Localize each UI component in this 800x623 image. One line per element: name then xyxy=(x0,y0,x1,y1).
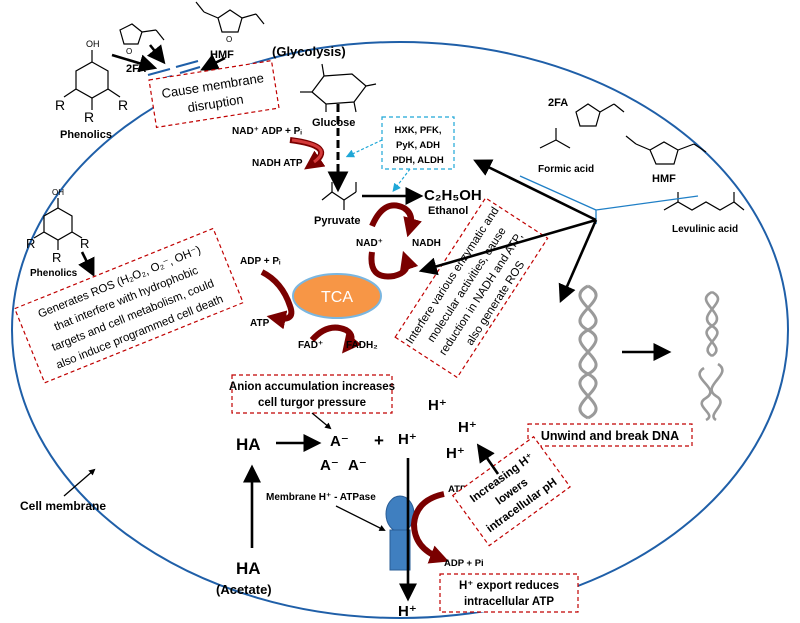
glycolysis-nadh-atp: NADH ATP xyxy=(252,158,303,169)
glucose-label: Glucose xyxy=(312,117,355,129)
tca-adp-pi: ADP + Pᵢ xyxy=(240,256,281,267)
ethanol-nadh: NADH xyxy=(412,238,441,249)
atpase-pump-stem xyxy=(389,529,411,571)
furfural-right-structure xyxy=(575,103,625,127)
formic-acid-label: Formic acid xyxy=(538,164,594,175)
glycolysis-nad-adp-pi: NAD⁺ ADP + Pᵢ xyxy=(232,126,302,137)
phenolics-to-ros-arrow xyxy=(78,251,95,277)
nadh-regeneration-arrow xyxy=(368,250,419,280)
h-plus-center: H⁺ xyxy=(398,431,417,448)
tca-upper-curved-arrow xyxy=(260,269,295,330)
ethanol-curved-arrow xyxy=(369,202,422,238)
fa2-right-label: 2FA xyxy=(548,97,568,109)
phenolics-top-r3: R xyxy=(118,97,128,113)
ethanol-label: Ethanol xyxy=(428,205,468,217)
pump-atp-label: ATP xyxy=(448,484,467,495)
ethanol-nad-plus: NAD⁺ xyxy=(356,238,383,249)
ph-to-h-plus-arrow xyxy=(476,443,500,475)
tca-fad: FAD⁺ xyxy=(298,340,323,351)
phenolics-inner-oh: OH xyxy=(52,188,64,197)
atp-hydrolysis-curved-arrow xyxy=(410,491,449,564)
glucose-structure xyxy=(300,63,377,113)
arrow-2fa-to-membrane xyxy=(146,44,166,65)
cell-membrane-pointer-arrow xyxy=(63,468,96,497)
furfural-top-structure xyxy=(119,23,165,45)
a-minus-3: A⁻ xyxy=(348,457,367,474)
levulinic-acid-structure xyxy=(663,192,745,211)
phenolics-top-oh: OH xyxy=(86,39,100,49)
membrane-atpase-label: Membrane H⁺ - ATPase xyxy=(266,492,376,503)
ros-box xyxy=(13,227,244,384)
h-export-line1: H⁺ export reduces xyxy=(459,580,559,592)
phenolics-inner-r2: R xyxy=(52,250,61,265)
ha-outside: HA xyxy=(236,559,261,578)
inhibitors-to-enzymes-arrow xyxy=(418,218,597,276)
phenolics-top-r1: R xyxy=(55,97,65,113)
h-plus-right-1: H⁺ xyxy=(458,419,477,436)
a-minus-1: A⁻ xyxy=(330,433,349,450)
dna-box-text: Unwind and break DNA xyxy=(541,429,679,443)
formic-acid-structure xyxy=(539,128,571,149)
phenolics-top-label: Phenolics xyxy=(60,129,112,141)
hmf-right-structure xyxy=(625,135,707,165)
tca-fadh2: FADH₂ xyxy=(346,340,378,351)
phenolics-inner-label: Phenolics xyxy=(30,268,78,279)
pyruvate-structure xyxy=(321,182,357,210)
hmf-right-label: HMF xyxy=(652,173,676,185)
enzymes-line3: PDH, ALDH xyxy=(392,155,444,166)
membrane-disruption-box xyxy=(148,59,280,129)
dna-intact-helix xyxy=(578,284,598,420)
h-plus-right-2: H⁺ xyxy=(446,445,465,462)
anion-line2: cell turgor pressure xyxy=(258,397,366,409)
h-plus-exported: H⁺ xyxy=(398,603,417,620)
a-minus-2: A⁻ xyxy=(320,457,339,474)
cell-membrane-ellipse xyxy=(11,41,789,619)
glycolysis-label: (Glycolysis) xyxy=(272,44,346,59)
anion-to-a-minus-arrow xyxy=(311,412,332,430)
dna-broken-helix xyxy=(698,290,724,422)
enzymes-box xyxy=(381,116,455,170)
inhibitors-to-dna-arrow xyxy=(558,219,598,304)
enzymes-to-glycolysis-arrow xyxy=(345,139,383,158)
enzymes-line2: PyK, ADH xyxy=(396,140,440,151)
phenolics-inner-structure xyxy=(33,198,83,250)
anion-line1: Anion accumulation increases xyxy=(229,381,395,393)
phenolics-inner-r3: R xyxy=(80,236,89,251)
acetate-label: (Acetate) xyxy=(216,582,272,597)
ethanol-formula: C₂H₅OH xyxy=(424,187,482,204)
atpase-pump-head xyxy=(385,495,415,533)
anion-box xyxy=(231,374,393,414)
levulinic-acid-label: Levulinic acid xyxy=(672,224,738,235)
tca-atp: ATP xyxy=(250,318,270,329)
phenolics-top-r2: R xyxy=(84,109,94,125)
tca-lower-curved-arrow xyxy=(309,324,362,354)
arrow-hmf-to-membrane xyxy=(200,54,226,71)
enzymes-to-ethanol-arrow xyxy=(392,168,411,193)
tca-label: TCA xyxy=(321,289,353,306)
plus-sign: + xyxy=(374,431,384,450)
dna-box xyxy=(527,423,693,447)
hmf-top-structure xyxy=(195,1,265,33)
arrow-phenolics-to-membrane xyxy=(111,53,158,73)
phenolics-top-structure xyxy=(63,50,121,110)
membrane-break-line-a xyxy=(147,60,199,76)
atpase-pointer-arrow xyxy=(335,505,386,531)
pyruvate-label: Pyruvate xyxy=(314,215,360,227)
enzymatic-interference-box xyxy=(394,197,549,379)
inhibitors-to-glycolysis-arrow xyxy=(473,159,597,222)
tca-ellipse xyxy=(292,273,382,319)
ha-inside: HA xyxy=(236,435,261,454)
pump-adp-pi-label: ADP + Pi xyxy=(444,558,484,569)
hmf-top-o: O xyxy=(226,35,232,44)
h-plus-top: H⁺ xyxy=(428,397,447,414)
enzymes-line1: HXK, PFK, xyxy=(395,125,442,136)
h-export-line2: intracellular ATP xyxy=(464,596,554,608)
h-export-box xyxy=(439,573,579,613)
glycolysis-curved-arrow-inner xyxy=(291,138,323,164)
cell-membrane-label: Cell membrane xyxy=(20,499,106,513)
phenolics-inner-r1: R xyxy=(26,236,35,251)
furfural-top-o: O xyxy=(126,47,132,56)
